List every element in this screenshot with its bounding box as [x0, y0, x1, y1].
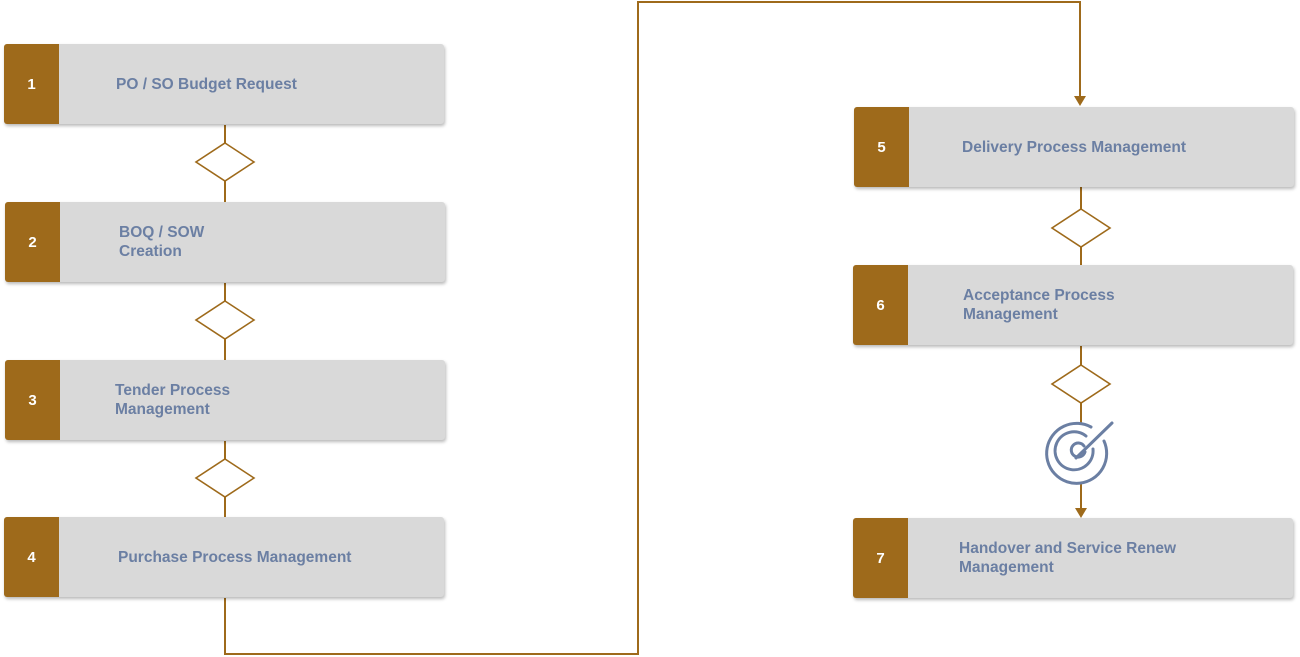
- step-number: 2: [5, 202, 60, 282]
- step-label: Delivery Process Management: [962, 138, 1186, 156]
- target-icon: [1045, 421, 1114, 485]
- decision-diamond-icon: [1050, 364, 1112, 404]
- step-5-box: 5 Delivery Process Management: [854, 107, 1294, 187]
- decision-diamond-icon: [194, 300, 256, 340]
- step-3-box: 3 Tender Process Management: [5, 360, 445, 440]
- step-number: 4: [4, 517, 59, 597]
- step-1-box: 1 PO / SO Budget Request: [4, 44, 444, 124]
- decision-diamond-icon: [194, 458, 256, 498]
- step-label: Purchase Process Management: [118, 548, 352, 566]
- step-7-box: 7 Handover and Service Renew Management: [853, 518, 1293, 598]
- step-number: 7: [853, 518, 908, 598]
- step-4-box: 4 Purchase Process Management: [4, 517, 444, 597]
- step-label: Tender Process Management: [115, 382, 231, 418]
- arrowhead-icon: [1074, 96, 1086, 106]
- decision-diamond-icon: [1050, 208, 1112, 248]
- step-number: 6: [853, 265, 908, 345]
- step-number: 5: [854, 107, 909, 187]
- step-label: BOQ / SOW Creation: [119, 224, 205, 260]
- step-label: Acceptance Process Management: [963, 287, 1115, 323]
- step-label: PO / SO Budget Request: [116, 75, 297, 93]
- step-2-box: 2 BOQ / SOW Creation: [5, 202, 445, 282]
- arrowhead-icon: [1075, 508, 1087, 518]
- step-number: 1: [4, 44, 59, 124]
- step-label: Handover and Service Renew Management: [959, 540, 1177, 576]
- decision-diamond-icon: [194, 142, 256, 182]
- step-number: 3: [5, 360, 60, 440]
- step-6-box: 6 Acceptance Process Management: [853, 265, 1293, 345]
- routing-connector: [224, 1, 1081, 655]
